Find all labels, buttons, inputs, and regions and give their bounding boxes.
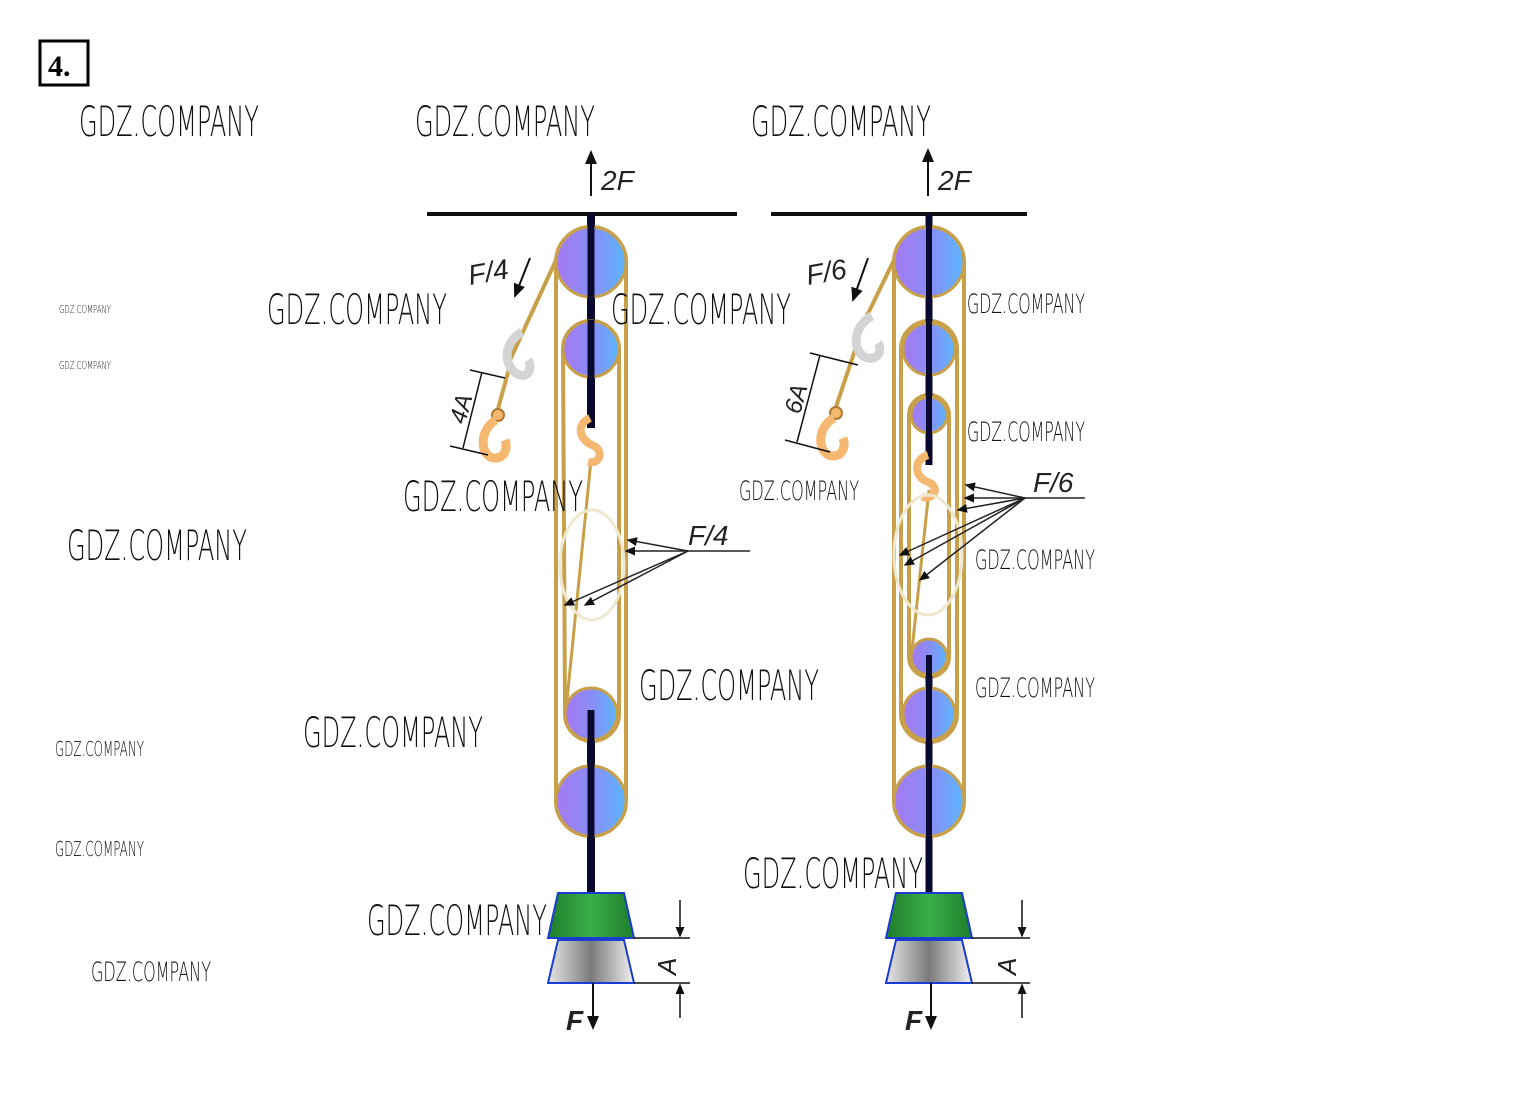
watermark: GDZ.COMPANY <box>55 837 144 861</box>
watermark: GDZ.COMPANY <box>743 849 923 898</box>
watermark: GDZ.COMPANY <box>967 417 1085 448</box>
left-displacement-dimension <box>634 900 690 1018</box>
right-tension-arrows <box>892 482 1085 617</box>
watermark: GDZ.COMPANY <box>91 957 211 988</box>
right-hook-grey-icon <box>851 312 885 363</box>
left-hook-grey-icon <box>502 328 535 380</box>
left-pull-distance-label: 4A <box>445 391 479 426</box>
watermarks: GDZ.COMPANY GDZ.COMPANY GDZ.COMPANY GDZ.… <box>55 97 1095 988</box>
right-pull-force-arrow <box>851 257 869 302</box>
problem-number: 4. <box>48 50 71 83</box>
watermark: GDZ.COMPANY <box>975 673 1095 704</box>
left-support-force-label: 2F <box>600 165 636 196</box>
right-displacement-label: A <box>992 958 1022 977</box>
problem-number-box <box>38 39 90 87</box>
watermark: GDZ.COMPANY <box>611 285 791 334</box>
watermark: GDZ.COMPANY <box>975 545 1095 576</box>
right-rope <box>833 225 966 838</box>
right-pulley-system: 2F F/6 6A <box>771 148 1085 1036</box>
right-hook-orange-icon <box>816 414 849 461</box>
right-pull-distance-label: 6A <box>780 381 814 416</box>
watermark: GDZ.COMPANY <box>59 303 111 316</box>
left-weight-bottom <box>546 939 636 984</box>
watermark: GDZ.COMPANY <box>739 476 859 507</box>
watermark: GDZ.COMPANY <box>79 97 259 146</box>
right-weight-top <box>884 892 974 939</box>
left-displacement-label: A <box>652 958 682 977</box>
left-pull-force-label: F/4 <box>466 253 511 291</box>
right-support-force-label: 2F <box>937 165 973 196</box>
watermark: GDZ.COMPANY <box>367 896 547 945</box>
right-load-force-label: F <box>905 1005 923 1036</box>
watermark: GDZ.COMPANY <box>55 737 144 761</box>
watermark: GDZ.COMPANY <box>267 285 447 334</box>
right-displacement-dimension <box>972 900 1030 1018</box>
left-hook-orange-icon <box>478 416 511 463</box>
left-tension-arrows <box>558 508 750 622</box>
left-pulley-system: 2F F/4 <box>427 150 750 1036</box>
watermark: GDZ.COMPANY <box>415 97 595 146</box>
right-tension-label: F/6 <box>1033 467 1074 498</box>
watermark: GDZ.COMPANY <box>639 661 819 710</box>
watermark: GDZ.COMPANY <box>67 521 247 570</box>
right-pull-distance-dimension <box>784 352 859 453</box>
right-weight-bottom <box>884 939 974 984</box>
watermark: GDZ.COMPANY <box>403 472 583 521</box>
watermark: GDZ.COMPANY <box>59 359 111 372</box>
right-pull-force-label: F/6 <box>804 253 850 291</box>
watermark: GDZ.COMPANY <box>751 97 931 146</box>
left-pull-force-arrow <box>513 257 531 298</box>
left-rope <box>493 225 628 838</box>
left-s-hook-icon <box>576 414 604 467</box>
left-weight-top <box>546 892 636 939</box>
watermark: GDZ.COMPANY <box>967 289 1085 320</box>
left-pull-distance-dimension <box>449 369 506 456</box>
left-tension-label: F/4 <box>688 520 728 551</box>
watermark: GDZ.COMPANY <box>303 708 483 757</box>
left-load-force-label: F <box>566 1005 584 1036</box>
